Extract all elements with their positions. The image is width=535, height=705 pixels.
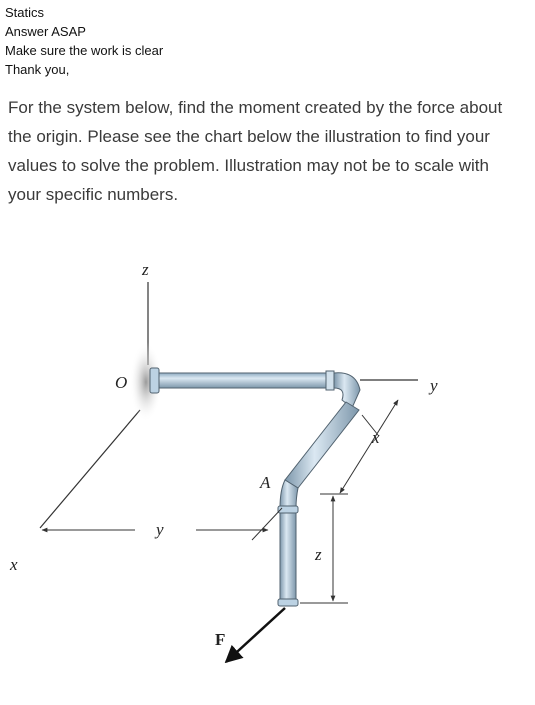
x-axis-label: x <box>9 555 18 574</box>
question-text: For the system below, find the moment cr… <box>8 98 503 204</box>
note-line: Answer ASAP <box>5 24 86 39</box>
dim-y-label: y <box>154 520 164 539</box>
dim-x-line <box>339 399 399 494</box>
note-line: Statics <box>5 5 45 20</box>
pipe-segment-y <box>157 372 341 389</box>
pipe-diagram: z O y x A x y z F <box>0 240 535 700</box>
point-a-label: A <box>259 473 271 492</box>
request-notes: Statics Answer ASAP Make sure the work i… <box>5 3 163 79</box>
pipe-segment-x <box>284 401 360 489</box>
x-axis-line <box>39 409 141 529</box>
dim-x-label: x <box>371 428 380 447</box>
coordinate-axes <box>39 282 418 529</box>
z-axis-label: z <box>141 260 149 279</box>
pipe-end-cap <box>277 598 299 607</box>
origin-label: O <box>115 373 127 392</box>
dim-z-label: z <box>314 545 322 564</box>
dim-a-leader <box>251 507 283 541</box>
note-line: Make sure the work is clear <box>5 43 164 58</box>
pipe-diagram-svg: z O y x A x y z F <box>9 260 438 664</box>
note-line: Thank you, <box>5 62 70 77</box>
pipe-segment-z <box>279 512 297 602</box>
pipe-coupling <box>325 370 335 391</box>
wall-support <box>130 342 162 422</box>
pipe-flange-origin <box>149 367 160 394</box>
force-vector <box>224 607 286 664</box>
force-label: F <box>215 630 225 649</box>
dimension-lines <box>41 399 399 604</box>
y-axis-label: y <box>428 376 438 395</box>
